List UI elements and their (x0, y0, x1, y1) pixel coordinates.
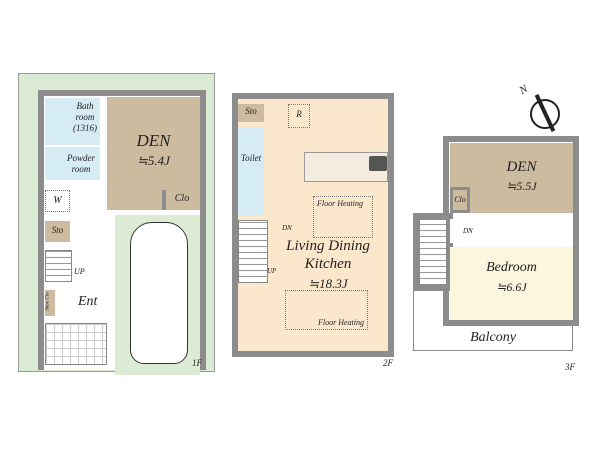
compass-icon (530, 94, 560, 132)
room-label: Powder room (67, 153, 95, 174)
room-label: Kitchen (304, 256, 352, 272)
storage-1f: Sto (45, 221, 70, 242)
stairs-2f (238, 220, 268, 283)
entrance-porch (45, 323, 107, 365)
room-label: DEN (136, 131, 171, 150)
toilet-room: Toilet (238, 127, 264, 215)
stairs-3f (419, 219, 447, 285)
powder-room: Powder room (45, 147, 100, 180)
stairs-1f (45, 250, 72, 282)
floor-label: 2F (383, 358, 393, 368)
floor-label: 1F (192, 358, 202, 368)
clo-3f: Clo (450, 187, 470, 213)
floor-heating-area: Floor Heating (313, 196, 373, 238)
room-label: Sto (245, 106, 257, 116)
car-icon (130, 222, 188, 364)
stairs-up-label: UP (74, 267, 85, 276)
den-3f: DEN ≒5.5J (450, 143, 573, 213)
room-label: Living Dining (286, 238, 370, 254)
room-label: Sto (51, 225, 64, 235)
stove-icon (369, 156, 387, 171)
room-label: Clo (174, 193, 190, 204)
room-label: Bath room (1316) (73, 101, 97, 133)
room-label: Shoe Clo (45, 292, 51, 311)
den-1f: DEN ≒5.4J (107, 97, 200, 210)
stairs-down-label: DN (463, 227, 473, 235)
room-size: ≒5.4J (137, 153, 170, 168)
room-size: ≒6.6J (496, 280, 527, 294)
room-size: ≒5.5J (506, 179, 537, 193)
room-size: ≒18.3J (308, 276, 348, 291)
clo-1f: Clo (162, 190, 198, 210)
room-label: Bedroom (486, 260, 537, 275)
floor-heating-area: Floor Heating (285, 290, 368, 330)
room-label: Balcony (470, 330, 516, 345)
storage-2f: Sto (238, 104, 264, 122)
room-label: W (53, 195, 62, 206)
stairs-down-label: DN (282, 224, 292, 232)
bathroom: Bath room (1316) (45, 98, 100, 145)
floor-heating-label: Floor Heating (318, 318, 364, 327)
room-label: R (296, 109, 302, 119)
stairs-up-label: UP (267, 267, 277, 275)
entrance-label: Ent (78, 294, 98, 309)
floor-heating-label: Floor Heating (317, 199, 363, 208)
bedroom: Bedroom ≒6.6J (450, 247, 573, 320)
shoe-closet: Shoe Clo (45, 290, 55, 316)
hallway-3f (450, 219, 520, 243)
room-label: DEN (506, 159, 537, 175)
washer-space: W (45, 190, 70, 212)
refrigerator-space: R (288, 104, 310, 128)
floor-label: 3F (565, 362, 575, 372)
room-label: Clo (454, 195, 466, 204)
compass-north-label: N (517, 82, 530, 98)
room-label: Toilet (240, 153, 262, 163)
